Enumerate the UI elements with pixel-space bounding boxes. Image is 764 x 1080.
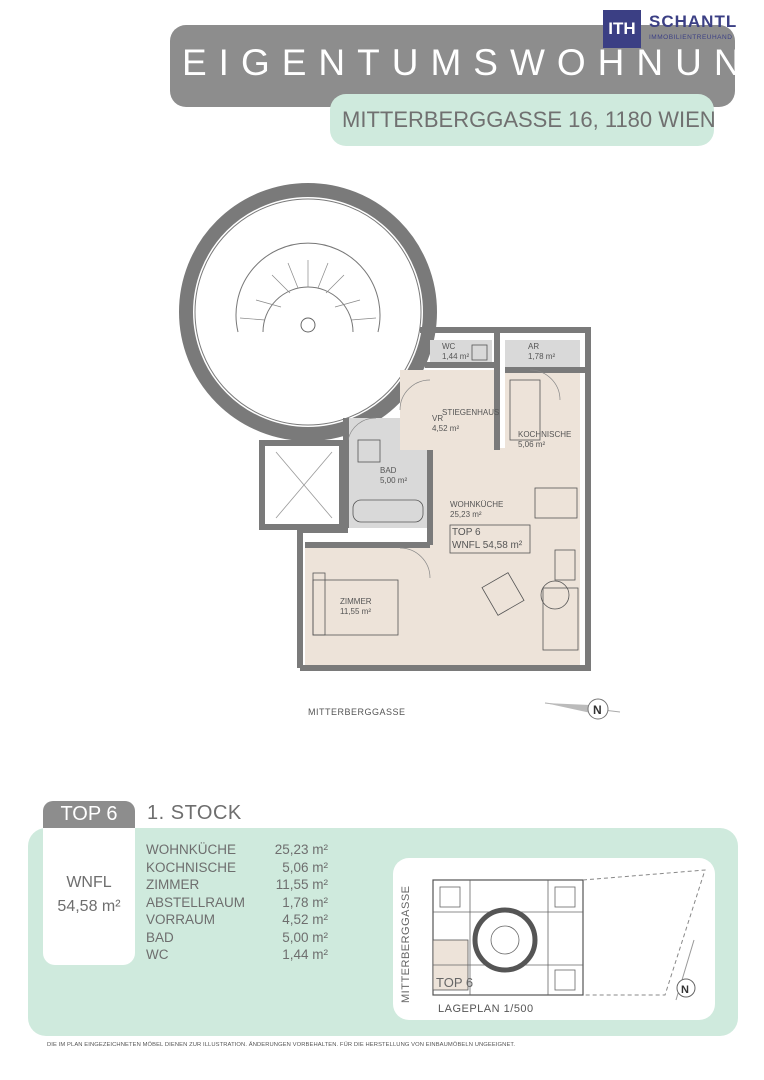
- elevator-shaft: [259, 440, 345, 530]
- site-scale-label: LAGEPLAN 1/500: [438, 1003, 534, 1015]
- street-label: MITTERBERGGASSE: [308, 707, 406, 717]
- disclaimer: DIE IM PLAN EINGEZEICHNETEN MÖBEL DIENEN…: [47, 1042, 516, 1048]
- room-kochnische: [505, 370, 580, 448]
- logo-subtitle: IMMOBILIENTREUHAND: [649, 34, 733, 41]
- stiegenhaus-label: STIEGENHAUS: [442, 408, 500, 417]
- site-plan: N: [393, 858, 715, 1020]
- wnfl-value: 54,58 m²: [57, 898, 121, 915]
- unit-tag: TOP 6: [43, 801, 135, 828]
- wnfl-label: WNFL: [66, 874, 112, 891]
- address-text: MITTERBERGGASSE 16, 1180 WIEN: [342, 107, 716, 132]
- logo-name: SCHANTL: [649, 12, 738, 31]
- room-ar: [505, 340, 580, 370]
- spiral-stair-outer: [235, 242, 381, 333]
- company-logo: ITH SCHANTL IMMOBILIENTREUHAND: [603, 10, 759, 48]
- site-plan-drawing: N: [432, 869, 706, 1001]
- floor-label: 1. STOCK: [147, 802, 242, 824]
- room-wc: [430, 340, 492, 365]
- site-unit-label: TOP 6: [436, 975, 474, 990]
- room-wohnkueche: [430, 448, 580, 668]
- site-street-label: MITTERBERGGASSE: [400, 885, 412, 1003]
- site-north-letter: N: [681, 984, 689, 996]
- wnfl-card: WNFL 54,58 m²: [43, 828, 135, 965]
- logo-mark: ITH: [603, 10, 641, 48]
- address-banner: [330, 94, 714, 146]
- floor-plan-drawing: N: [179, 183, 621, 720]
- site-north-arrow-icon: N: [675, 939, 696, 1001]
- north-letter: N: [593, 703, 602, 717]
- page-title: EIGENTUMSWOHNUNG: [182, 42, 764, 83]
- site-stair-tower: [472, 907, 538, 973]
- north-arrow-icon: N: [544, 698, 621, 720]
- room-zimmer: [305, 548, 430, 668]
